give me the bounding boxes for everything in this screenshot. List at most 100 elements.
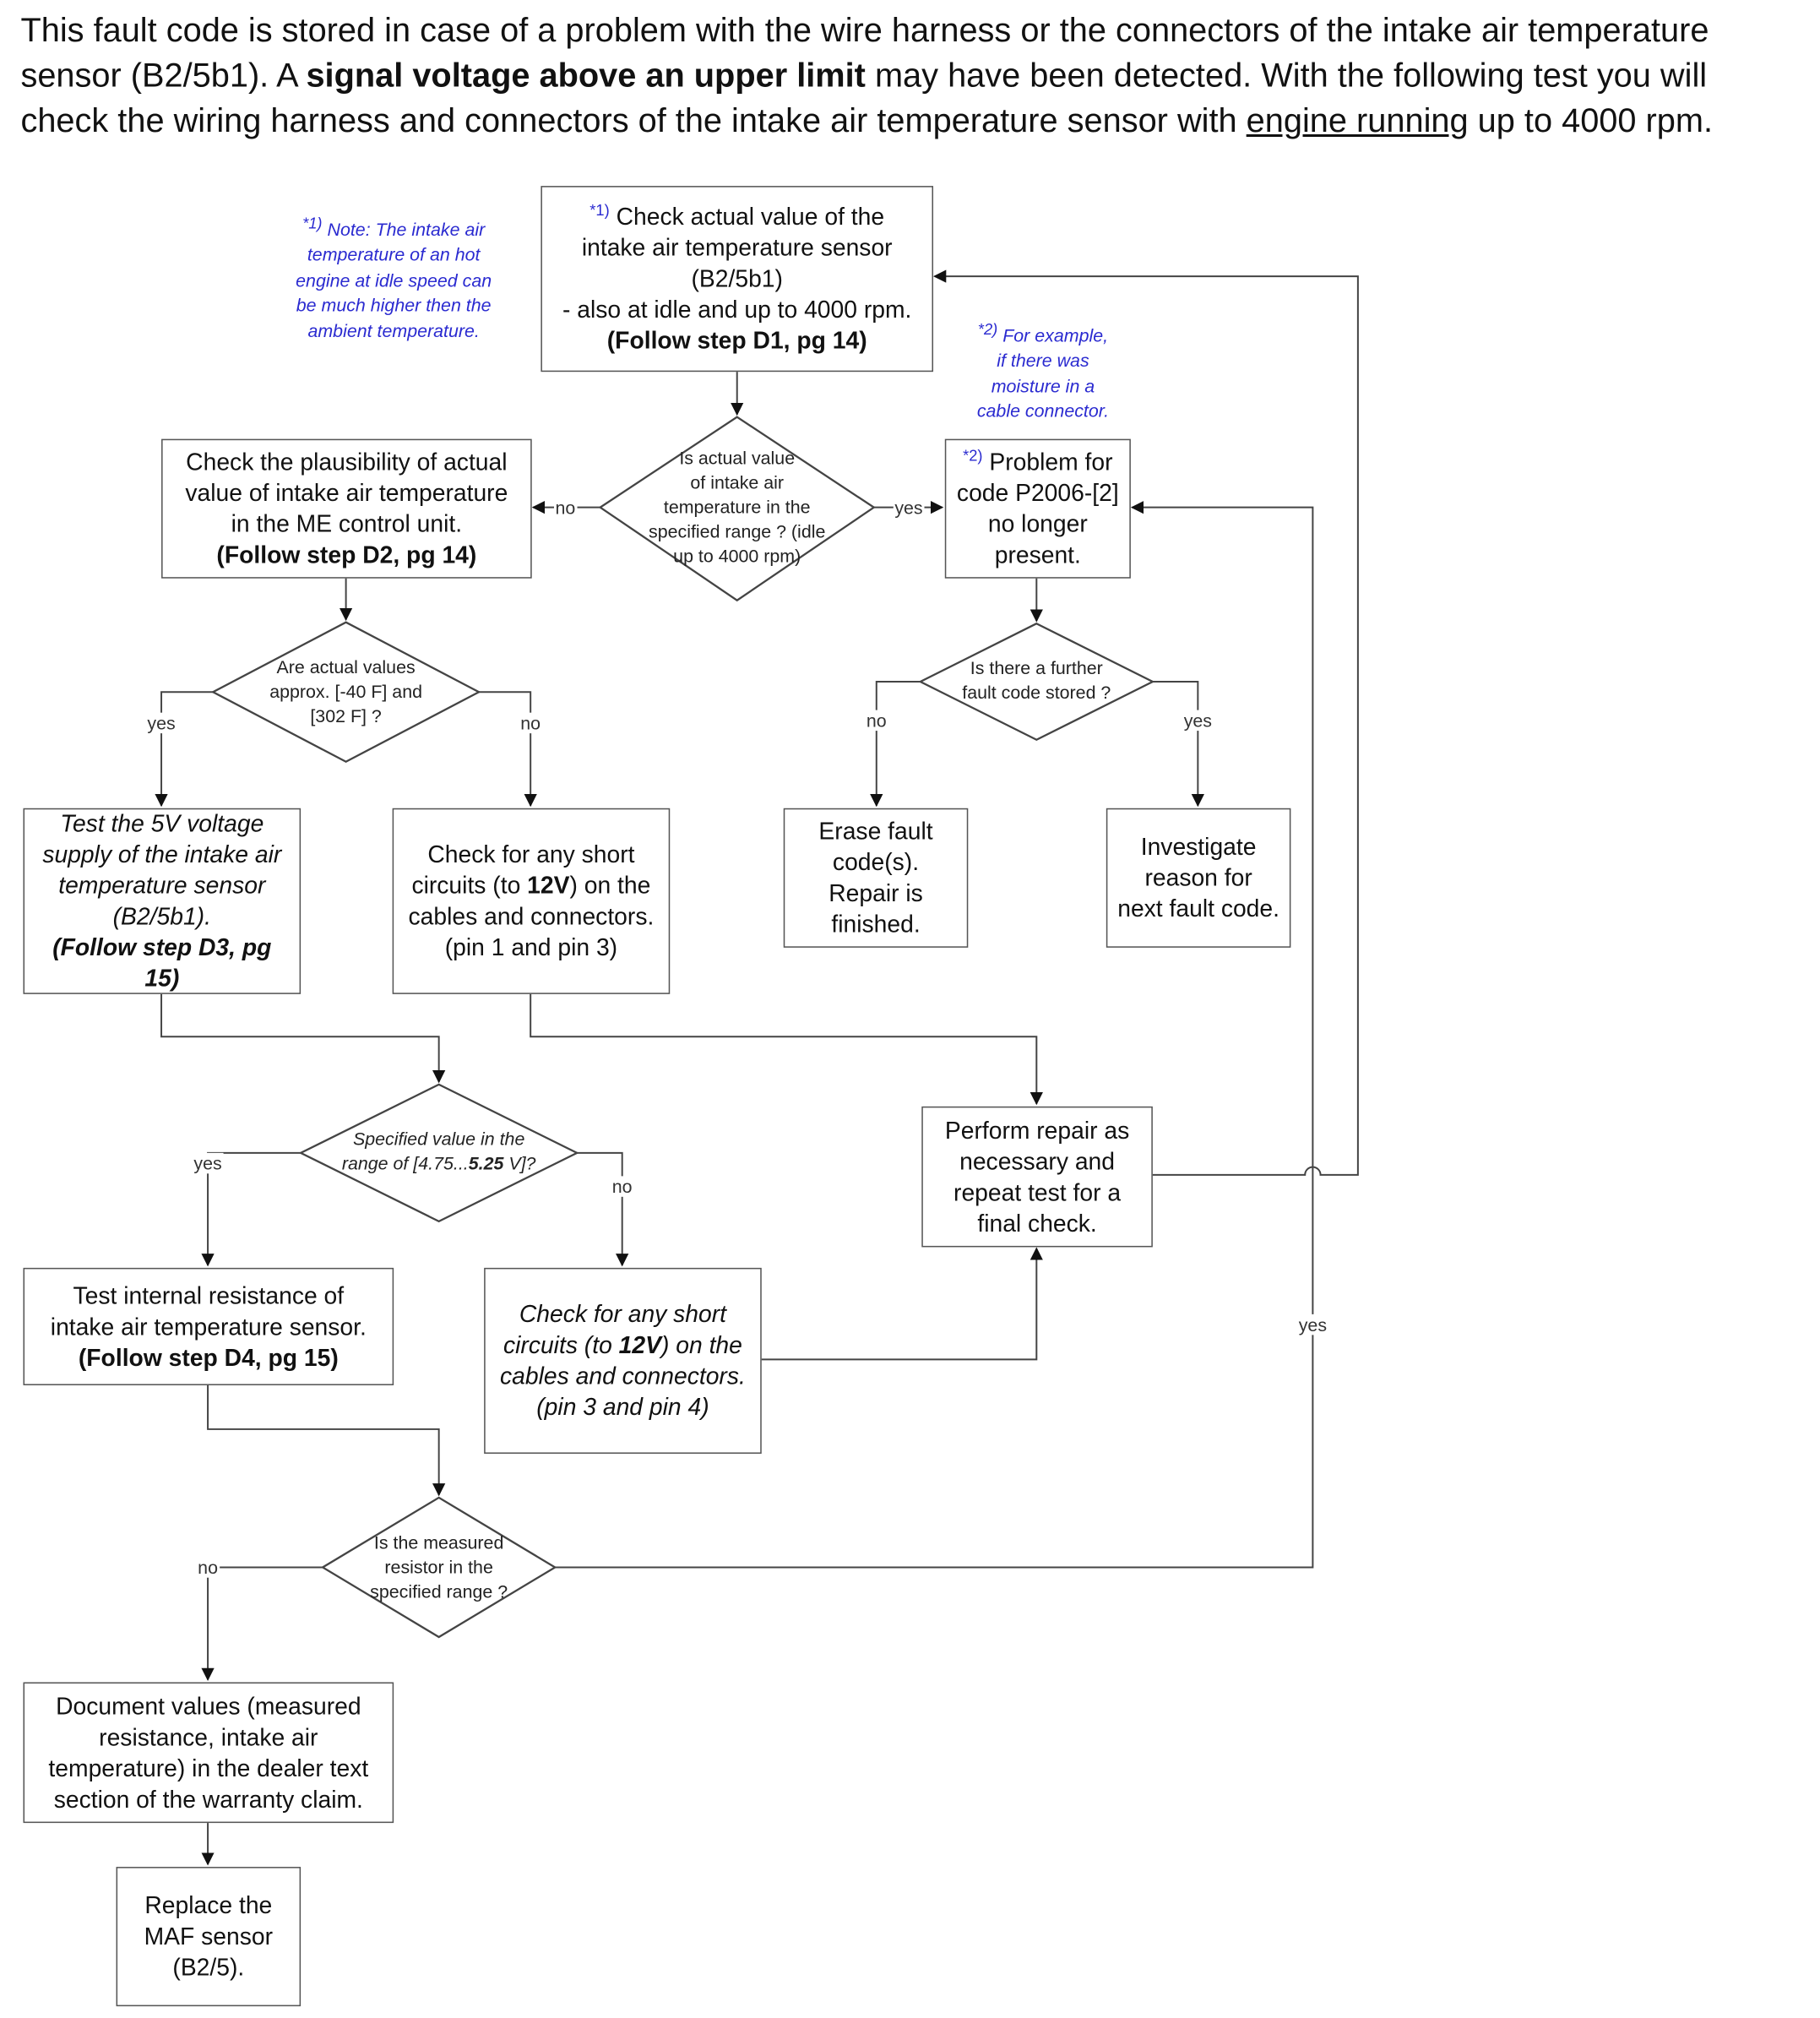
box-line: Problem for xyxy=(989,448,1113,476)
decision-approx-text: Are actual values approx. [-40 F] and [3… xyxy=(236,655,456,729)
box-line: (B2/5b1) xyxy=(691,264,783,292)
label-no: no xyxy=(519,712,542,734)
decision-further-fault-text: Is there a further fault code stored ? xyxy=(926,655,1146,704)
box-line: section of the warranty claim. xyxy=(53,1785,363,1813)
connector xyxy=(933,269,1359,1176)
box-line: - also at idle and up to 4000 rpm. xyxy=(562,296,912,324)
box-test-internal-resistance: Test internal resistance of intake air t… xyxy=(23,1267,394,1385)
note-line: For example, xyxy=(1002,324,1109,346)
box-line: intake air temperature sensor xyxy=(581,233,893,261)
label-yes: yes xyxy=(145,712,177,734)
decision-in-range xyxy=(598,416,876,602)
box-check-short-pin3-pin4: Check for any short circuits (to 12V) on… xyxy=(484,1267,762,1454)
decision-approx-values xyxy=(210,621,481,764)
intro-text: up to 4000 rpm. xyxy=(1468,101,1714,140)
box-line: Check for any short xyxy=(427,840,635,868)
box-check-actual-value: *1) Check actual value of the intake air… xyxy=(541,186,934,373)
label-yes: yes xyxy=(1297,1314,1328,1335)
box-line: no longer xyxy=(987,509,1088,537)
connector xyxy=(870,681,921,808)
box-check-plausibility: Check the plausibility of actual value o… xyxy=(161,438,532,579)
voltage-emphasis: 12V xyxy=(527,871,570,899)
box-test-5v-supply: Test the 5V voltage supply of the intake… xyxy=(23,808,302,994)
step-reference: (Follow step D3, pg xyxy=(52,933,272,961)
decision-line: resistor in the xyxy=(384,1556,493,1577)
box-line: Repair is xyxy=(829,878,923,906)
box-erase-fault-codes: Erase fault code(s). Repair is finished. xyxy=(783,808,969,948)
note-line: ambient temperature. xyxy=(307,319,480,340)
box-replace-maf-sensor: Replace the MAF sensor (B2/5). xyxy=(116,1867,302,2007)
connector xyxy=(1152,681,1204,808)
connector xyxy=(201,1151,302,1267)
box-line: value of intake air temperature xyxy=(185,479,508,507)
decision-resistor-range xyxy=(320,1496,557,1639)
footnote-mark: *1) xyxy=(589,201,610,220)
box-line: necessary and xyxy=(959,1146,1116,1175)
label-yes: yes xyxy=(893,497,925,518)
decision-voltage-range xyxy=(298,1083,579,1223)
intro-text: check the wiring harness and connectors … xyxy=(20,101,1247,140)
box-problem-no-longer-present: *2) Problem for code P2006-[2] no longer… xyxy=(944,438,1131,579)
box-line: ) on the xyxy=(569,871,651,899)
box-line: Erase fault xyxy=(818,817,933,845)
box-line: circuits (to xyxy=(503,1330,619,1358)
box-line: Check actual value of the xyxy=(616,203,885,231)
decision-in-range-text: Is actual value of intake air temperatur… xyxy=(627,446,847,568)
connector xyxy=(760,1247,1043,1361)
box-document-values: Document values (measured resistance, in… xyxy=(23,1682,394,1824)
note-line: be much higher then the xyxy=(296,294,492,316)
label-yes: yes xyxy=(1182,710,1214,732)
box-line: Replace the xyxy=(144,1891,273,1919)
intro-line-1: This fault code is stored in case of a p… xyxy=(20,10,1709,50)
decision-line: Specified value in the xyxy=(352,1128,525,1150)
box-line: code(s). xyxy=(832,848,920,876)
box-line: finished. xyxy=(831,910,921,938)
connector xyxy=(479,691,537,808)
intro-text: may have been detected. With the followi… xyxy=(865,55,1708,95)
box-line: (pin 3 and pin 4) xyxy=(536,1393,709,1421)
box-line: repeat test for a xyxy=(953,1178,1122,1205)
box-line: (pin 1 and pin 3) xyxy=(444,933,618,961)
box-line: temperature) in the dealer text xyxy=(48,1754,369,1781)
label-no: no xyxy=(865,710,888,732)
label-no: no xyxy=(196,1557,220,1578)
decision-line: temperature in the xyxy=(663,496,811,518)
box-line: Document values (measured xyxy=(56,1691,361,1720)
intro-paragraph: This fault code is stored in case of a p… xyxy=(20,8,1814,143)
footnote-mark: *1) xyxy=(302,214,323,233)
box-investigate-next-code: Investigate reason for next fault code. xyxy=(1106,808,1291,948)
decision-line: Is the measured xyxy=(373,1531,504,1553)
decision-line: V]? xyxy=(503,1152,536,1174)
box-line: final check. xyxy=(977,1209,1097,1237)
note-line: moisture in a xyxy=(991,375,1095,396)
intro-underlined: engine running xyxy=(1246,101,1469,140)
decision-voltage-text: Specified value in the range of [4.75...… xyxy=(310,1127,568,1176)
box-line: present. xyxy=(994,541,1081,568)
box-line: in the ME control unit. xyxy=(231,509,463,537)
decision-further-fault xyxy=(918,622,1155,742)
box-line: next fault code. xyxy=(1117,895,1280,922)
connector xyxy=(577,1151,629,1267)
box-line: Test the 5V voltage xyxy=(60,809,264,837)
step-reference: (Follow step D4, pg 15) xyxy=(78,1343,339,1371)
decision-line: specified range ? (idle xyxy=(649,520,826,542)
box-check-short-pin1-pin3: Check for any short circuits (to 12V) on… xyxy=(392,808,671,994)
decision-line: specified range ? xyxy=(370,1580,508,1602)
box-line: resistance, intake air xyxy=(99,1722,318,1750)
note-line: Note: The intake air xyxy=(327,219,486,240)
step-reference: (Follow step D2, pg 14) xyxy=(216,541,477,568)
label-no: no xyxy=(611,1176,634,1197)
decision-line: approx. [-40 F] and xyxy=(269,681,423,702)
connector xyxy=(155,691,214,808)
decision-line: [302 F] ? xyxy=(310,705,382,726)
footnote-mark: *2) xyxy=(977,320,998,339)
connector xyxy=(555,501,1314,1569)
box-perform-repair: Perform repair as necessary and repeat t… xyxy=(921,1106,1153,1248)
box-line: Check the plausibility of actual xyxy=(186,448,508,476)
decision-line: Is there a further xyxy=(970,656,1103,678)
step-reference: (Follow step D1, pg 14) xyxy=(606,326,867,354)
voltage-emphasis: 12V xyxy=(618,1330,661,1358)
decision-resistor-text: Is the measured resistor in the specifie… xyxy=(342,1531,535,1604)
box-line: (B2/5). xyxy=(172,1953,245,1981)
